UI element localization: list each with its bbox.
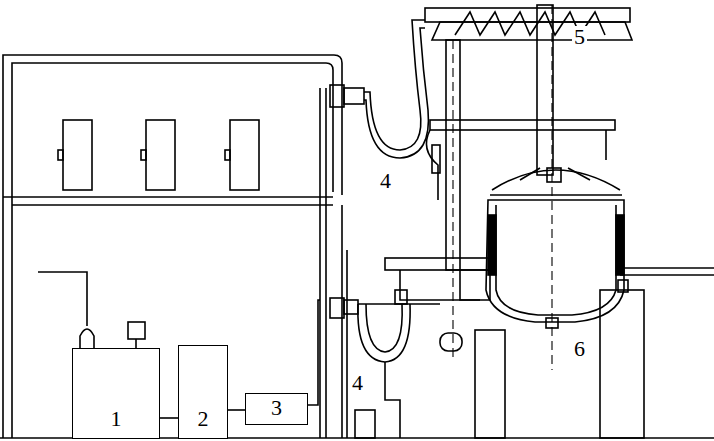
equipment-box: 1	[72, 348, 160, 439]
callout-number: 3	[246, 397, 307, 419]
cable-line	[160, 417, 178, 419]
callout-number: 6	[572, 338, 587, 360]
equipment-box: 3	[245, 393, 308, 425]
callout-number: 2	[179, 408, 227, 430]
callout-number: 1	[73, 408, 159, 430]
equipment-box: 2	[178, 345, 228, 439]
cable-line	[228, 409, 245, 411]
callout-number: 5	[572, 26, 587, 48]
callout-number: 4	[378, 170, 393, 192]
callout-number: 4	[350, 372, 365, 394]
